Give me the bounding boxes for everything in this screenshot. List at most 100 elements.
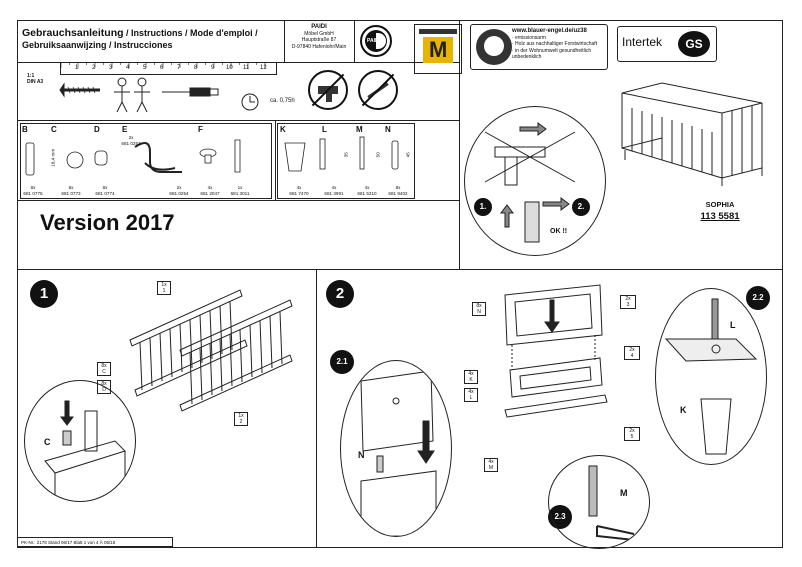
dimension-m: 50: [375, 152, 381, 158]
blauer-engel-certificate: [470, 24, 608, 70]
intertek-gs-certificate: Intertek GS: [617, 26, 717, 62]
paidi-logo: PAIDI: [360, 25, 392, 57]
part-n-dowel: [391, 140, 399, 170]
step-1-detail-circle: [24, 380, 136, 502]
step-2-1-detail-label: N: [358, 450, 365, 460]
parts-illustrations: [25, 136, 399, 176]
tools-illustration: [59, 77, 259, 113]
step-2-3-detail-circle: [548, 455, 650, 549]
part-letter-n: N: [385, 125, 391, 134]
page-title: Gebrauchsanleitung / Instructions / Mode…: [22, 27, 258, 50]
product-label: SOPHIA 113 5581: [690, 200, 750, 222]
two-persons-icon: [114, 77, 150, 113]
company-address: PAIDI Möbel GmbH Hauptstraße 87 D-97840 …: [291, 24, 347, 50]
part-l-bolt: [319, 138, 326, 170]
step-2-2-label-l: L: [730, 320, 736, 330]
part-d-cam: [94, 150, 108, 166]
assembly-time: ca. 0,75h: [270, 98, 295, 104]
product-name: SOPHIA: [705, 200, 735, 209]
part-c-barrel-nut: [66, 151, 84, 169]
step-2-2-label-k: K: [680, 405, 687, 415]
step-2-1-detail-circle: [340, 360, 452, 537]
part-letter-k: K: [280, 125, 286, 134]
step-2-number: 2: [326, 280, 354, 308]
crib-illustration: [621, 82, 763, 186]
step-1-number: 1: [30, 280, 58, 308]
title-company-divider: [284, 20, 285, 62]
part-k-foot: [284, 142, 306, 172]
part-b-bolt: [25, 142, 35, 176]
step-2-illustration: [504, 284, 608, 418]
step-2-3-label-m: M: [620, 488, 628, 498]
dimension-c: 18,4 mm: [50, 148, 56, 167]
measuring-ruler: 1 2 3 4 5 6 7 8 9 10 11 12: [60, 62, 277, 75]
part-letter-l: L: [322, 125, 327, 134]
hint-ok: OK !!: [550, 228, 568, 235]
m-certificate-logo: M: [429, 37, 448, 62]
screw-icon: [59, 82, 100, 98]
hint-step-2: 2.: [572, 198, 590, 216]
company-logo-divider: [354, 20, 355, 62]
clock-icon: [241, 93, 259, 111]
parts-divider: [17, 120, 459, 121]
screwdriver-icon: [162, 87, 219, 97]
hint-circle: [464, 106, 606, 256]
step-1-detail-label: C: [44, 437, 51, 447]
parts-bottom-divider: [17, 200, 459, 201]
step-2-2-number: 2.2: [746, 286, 770, 310]
step-1-illustration: [129, 289, 293, 412]
product-number: 113 5581: [700, 211, 740, 222]
instruction-sheet: [17, 20, 783, 548]
part-letter-m: M: [356, 125, 363, 134]
section-divider: [17, 269, 783, 270]
part-letter-b: B: [22, 125, 28, 134]
part-e-bracket: [134, 142, 182, 173]
header-divider: [17, 62, 459, 63]
dimension-l: 35: [343, 152, 349, 158]
parts-group-left: [20, 123, 272, 199]
blauer-engel-text: www.blauer-engel.de/uz38 · emissionsarm …: [512, 28, 598, 60]
step-2-2-detail-circle: [655, 288, 767, 465]
parts-group-divider: [275, 120, 276, 200]
part-letter-e: E: [122, 125, 128, 134]
part-letter-c: C: [51, 125, 57, 134]
step-2-1-number: 2.1: [330, 350, 354, 374]
part-letter-d: D: [94, 125, 100, 134]
part-letter-f: F: [198, 125, 203, 134]
part-m-screw: [359, 136, 365, 170]
document-footer: PK-Nr.: 2178 Stand 06/17 Blatt 1 von 4 Ä…: [18, 537, 173, 547]
version-label: Version 2017: [40, 210, 175, 235]
quality-certificate: M: [414, 24, 462, 74]
dimension-n: 45: [405, 152, 411, 158]
allen-key: [234, 139, 241, 173]
hint-step-1: 1.: [474, 198, 492, 216]
header-right-divider: [459, 20, 460, 270]
parts-group-right: [277, 123, 415, 199]
gs-logo: GS: [678, 31, 710, 57]
no-tool-icon: [358, 70, 398, 110]
no-drill-icon: [308, 70, 348, 110]
steps-divider: [316, 269, 317, 548]
